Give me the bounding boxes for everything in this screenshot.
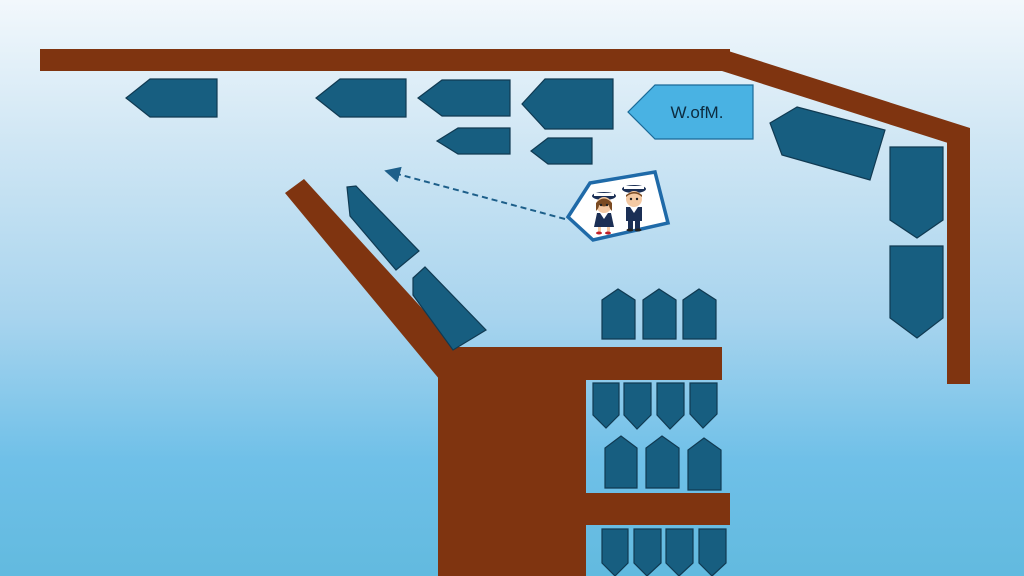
sailor-children-card [565,170,671,242]
boat [682,288,717,340]
boat [642,288,677,340]
boat [125,78,218,118]
boat [687,437,722,491]
boat [889,146,944,239]
boat [435,127,511,155]
top-pier [40,49,730,71]
boat [645,435,680,489]
card-frame [565,170,671,242]
top-row-boats [125,78,614,165]
boat [656,382,685,430]
boat [601,528,629,576]
boat [346,185,420,271]
diagonal-pier [285,179,460,380]
right-pier [947,128,970,384]
boat [689,382,718,429]
boat [604,435,638,489]
boat [417,79,511,117]
boat [633,528,662,576]
boat [623,382,652,430]
boat [592,382,620,429]
boat [315,78,407,118]
boat [412,266,487,351]
sailor-children-illustration-icon [592,185,646,235]
finger-pier-boats [592,288,727,576]
center-pier-block [438,347,586,576]
piers [40,49,970,576]
boat [769,106,886,181]
right-side-boats [769,106,944,339]
boat [530,137,593,165]
dashed-arrow-icon [384,166,566,220]
highlighted-boat-hull [627,84,754,140]
diagonal-pier-boats [346,185,487,351]
finger-pier-upper [438,347,722,380]
top-right-pier-diagonal [722,49,970,150]
highlighted-boat[interactable]: W.ofM. [627,84,754,140]
finger-pier-lower [586,493,730,525]
boat [889,245,944,339]
boat [601,288,636,340]
boat [521,78,614,130]
highlighted-boat-label: W.ofM. [671,103,724,122]
boat [698,528,727,576]
boat [665,528,694,576]
